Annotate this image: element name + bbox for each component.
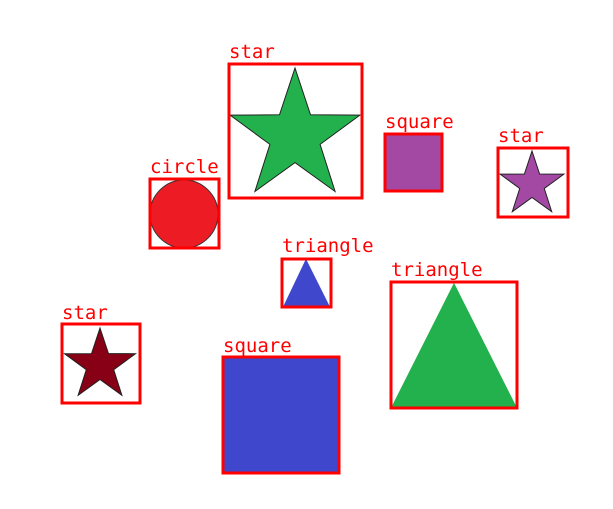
object-label: square <box>223 335 292 357</box>
object-label: triangle <box>282 235 374 257</box>
bounding-box <box>496 146 570 219</box>
object-label: star <box>229 41 275 63</box>
object-label: star <box>62 302 108 324</box>
bounding-box <box>148 177 221 250</box>
triangle-shape <box>391 282 517 408</box>
bounding-box <box>389 280 519 410</box>
detection-star-green: star <box>227 41 364 200</box>
square-shape <box>222 356 340 474</box>
bounding-box <box>383 132 444 193</box>
detection-star-darkred: star <box>60 302 142 405</box>
triangle-shape <box>283 258 330 307</box>
star-shape <box>228 66 362 193</box>
object-label: square <box>385 111 454 133</box>
detection-square-blue: square <box>221 335 341 475</box>
detection-square-purple: square <box>383 111 454 193</box>
detection-triangle-green: triangle <box>389 259 519 410</box>
star-shape <box>62 326 138 397</box>
object-label: triangle <box>391 259 483 281</box>
detection-circle-red: circle <box>148 156 221 250</box>
bounding-box <box>221 355 341 475</box>
object-label: circle <box>150 156 219 178</box>
detection-triangle-blue: triangle <box>280 235 374 309</box>
bounding-box <box>60 322 142 405</box>
star-shape <box>498 149 566 213</box>
object-label: star <box>498 125 544 147</box>
bounding-box <box>227 62 364 200</box>
circle-shape <box>149 179 219 249</box>
detection-star-purple: star <box>496 125 570 219</box>
square-shape <box>384 133 443 192</box>
bounding-box <box>280 257 333 309</box>
